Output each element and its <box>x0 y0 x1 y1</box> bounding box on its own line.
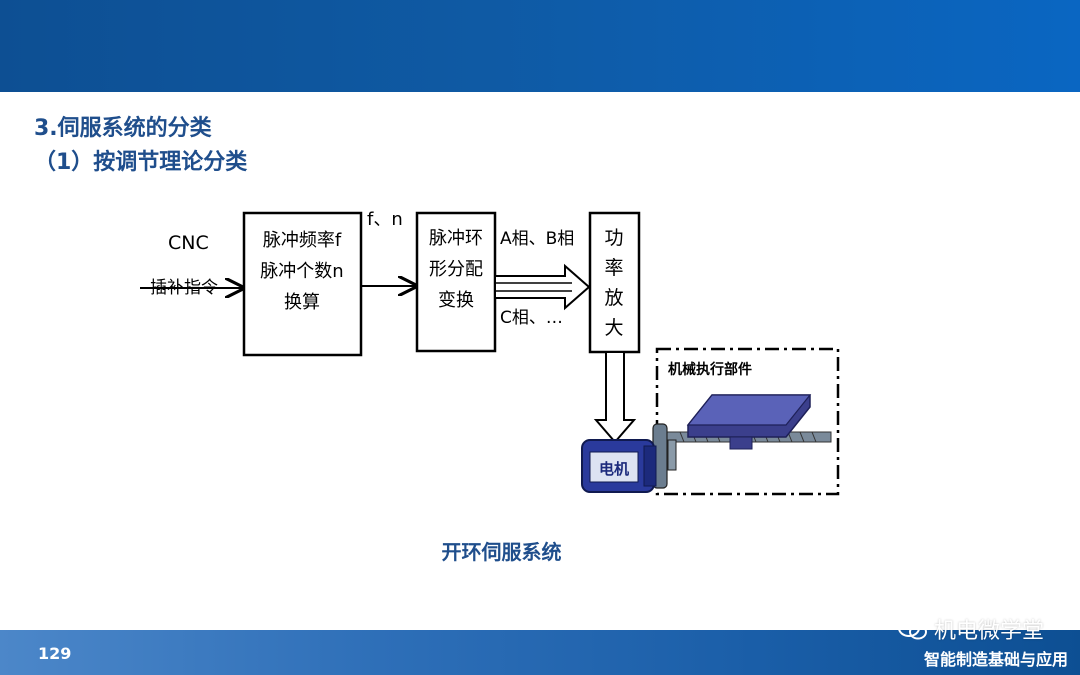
block2-line2: 形分配 <box>429 259 483 280</box>
motor <box>581 439 657 493</box>
block1-line2: 脉冲个数n <box>260 261 343 282</box>
block-pulse-conversion <box>242 211 363 357</box>
motor-label: 电机 <box>599 460 629 478</box>
slide-title: 3.伺服系统的分类 <box>34 116 212 141</box>
footer-band <box>0 630 1080 675</box>
block3-line2: 率 <box>604 257 623 279</box>
input-label-top: CNC <box>168 232 209 254</box>
sub-brand: 智能制造基础与应用 <box>923 650 1068 669</box>
block2-line3: 变换 <box>438 290 474 311</box>
worktable <box>686 394 812 450</box>
block1-line3: 换算 <box>284 292 320 313</box>
block3-line4: 大 <box>604 317 623 339</box>
block2-line1: 脉冲环 <box>429 228 483 249</box>
block3-line3: 放 <box>604 287 623 309</box>
block-power-amplifier <box>588 211 641 354</box>
block1-line1: 脉冲频率f <box>263 230 342 251</box>
diagram-caption: 开环伺服系统 <box>441 540 562 564</box>
page-number: 129 <box>38 644 72 663</box>
slide-subtitle: （1）按调节理论分类 <box>34 150 248 175</box>
block-ring-distribution <box>415 211 497 353</box>
amplifier-motor-arrow <box>593 351 637 444</box>
wechat-icon <box>897 618 928 640</box>
signal-label: f、n <box>367 209 403 230</box>
block3-line1: 功 <box>604 227 623 249</box>
phase-label-bottom: C相、… <box>500 308 563 328</box>
brand-watermark: 机电微学堂 <box>897 613 1044 645</box>
phase-bus-arrow <box>494 263 591 311</box>
mech-label: 机械执行部件 <box>668 361 752 378</box>
phase-label-top: A相、B相 <box>500 229 574 249</box>
header-band <box>0 0 1080 92</box>
brand-name: 机电微学堂 <box>933 619 1044 644</box>
mechanical-boundary <box>655 347 840 496</box>
